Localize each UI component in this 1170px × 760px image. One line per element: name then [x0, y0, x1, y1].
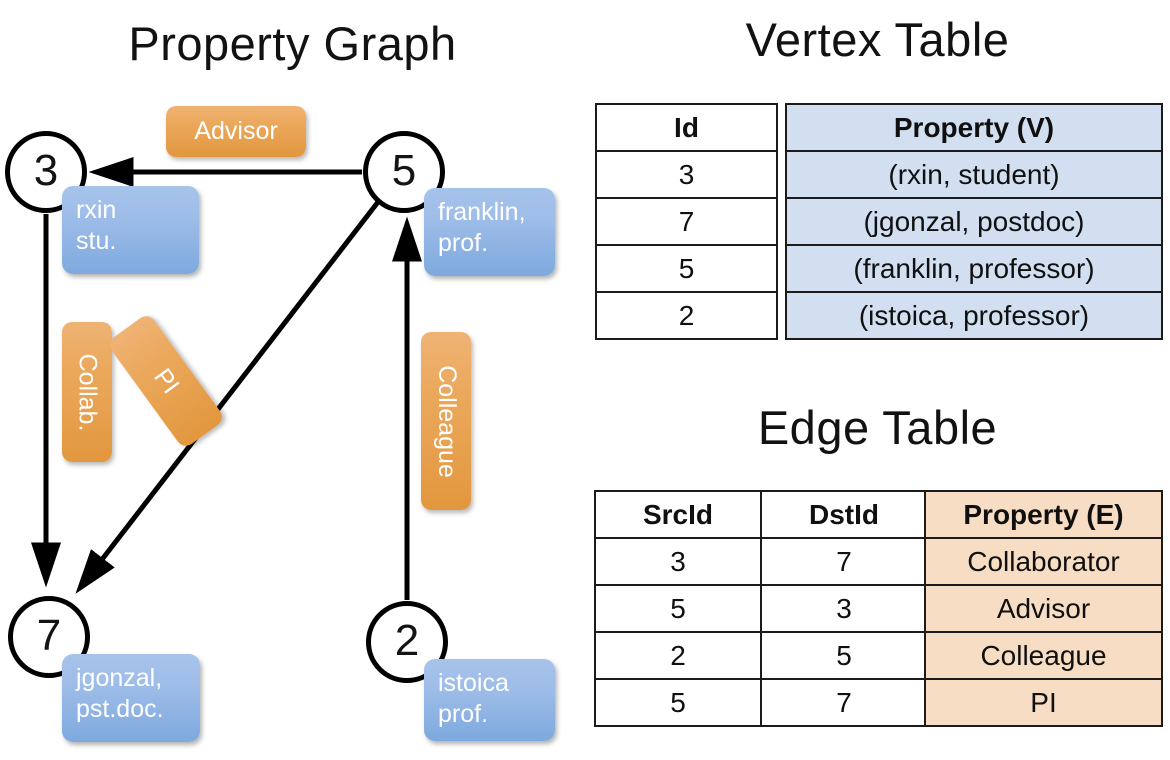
collab-label-text: Collab. [73, 353, 102, 431]
graph-node-5[interactable]: 5 [363, 131, 445, 213]
table-row[interactable]: (franklin, professor) [785, 244, 1163, 293]
edge-cell-property: Collaborator [924, 537, 1163, 586]
table-row[interactable]: 5 7 [594, 678, 928, 727]
edge-cell-srcid: 3 [594, 537, 762, 586]
table-row[interactable]: (rxin, student) [785, 150, 1163, 199]
edge-5-to-7 [75, 200, 380, 594]
table-header-row: Property (V) [785, 103, 1163, 152]
table-row[interactable]: (jgonzal, postdoc) [785, 197, 1163, 246]
table-row[interactable]: 5 3 [594, 584, 928, 633]
edge-cell-srcid: 2 [594, 631, 762, 680]
vertex-cell-id: 5 [595, 244, 778, 293]
vertex-cell-property: (franklin, professor) [785, 244, 1163, 293]
vertex-cell-id: 7 [595, 197, 778, 246]
table-row[interactable]: 5 [595, 244, 778, 293]
edge-table-title: Edge Table [757, 401, 998, 454]
table-header-row: Property (E) [924, 490, 1163, 539]
vertex-cell-property: (istoica, professor) [785, 291, 1163, 340]
vertex-table-property-column: Property (V) (rxin, student) (jgonzal, p… [785, 103, 1163, 340]
graph-node-3-label: 3 [33, 146, 59, 195]
page-title: Property Graph [128, 17, 457, 70]
property-graph-canvas: 3 5 7 2 rxin stu. franklin, prof. jgonza… [5, 106, 555, 742]
table-row[interactable]: 7 [595, 197, 778, 246]
node-7-property-line-1: jgonzal, [76, 664, 163, 692]
node-3-property-line-2: stu. [76, 226, 117, 255]
table-row[interactable]: Advisor [924, 584, 1163, 633]
edge-cell-dstid: 7 [760, 678, 928, 727]
table-header-row: SrcId DstId [594, 490, 928, 539]
edge-cell-property: Colleague [924, 631, 1163, 680]
graph-node-2[interactable]: 2 [366, 601, 448, 683]
advisor-label: Advisor [166, 106, 306, 157]
edge-header-property: Property (E) [924, 490, 1163, 539]
edge-table-property-column: Property (E) Collaborator Advisor Collea… [924, 490, 1163, 727]
table-row[interactable]: (istoica, professor) [785, 291, 1163, 340]
graph-node-2-label: 2 [394, 616, 420, 665]
edge-cell-srcid: 5 [594, 584, 762, 633]
table-row[interactable]: Collaborator [924, 537, 1163, 586]
table-row[interactable]: 3 7 [594, 537, 928, 586]
table-header-row: Id [595, 103, 778, 152]
edge-cell-srcid: 5 [594, 678, 762, 727]
table-row[interactable]: Colleague [924, 631, 1163, 680]
vertex-header-id: Id [595, 103, 778, 152]
node-5-property-line-1: franklin, [438, 198, 526, 226]
edge-cell-dstid: 7 [760, 537, 928, 586]
vertex-table-id-column: Id 3 7 5 2 [595, 103, 778, 340]
advisor-label-text: Advisor [194, 117, 278, 145]
pi-label-text: PI [148, 362, 185, 399]
graph-edges-svg [31, 157, 422, 600]
edge-cell-property: PI [924, 678, 1163, 727]
graph-node-5-label: 5 [391, 146, 417, 195]
node-5-property-box: franklin, prof. [424, 188, 555, 276]
edge-header-dstid: DstId [760, 490, 928, 539]
vertex-cell-id: 3 [595, 150, 778, 199]
vertex-header-property: Property (V) [785, 103, 1163, 152]
colleague-label-text: Colleague [432, 364, 461, 478]
edge-cell-dstid: 5 [760, 631, 928, 680]
edge-cell-dstid: 3 [760, 584, 928, 633]
table-row[interactable]: 2 [595, 291, 778, 340]
table-row[interactable]: 3 [595, 150, 778, 199]
node-3-property-box: rxin stu. [62, 186, 199, 274]
node-7-property-line-2: pst.doc. [76, 694, 164, 723]
graph-node-7-label: 7 [36, 611, 62, 660]
vertex-cell-property: (rxin, student) [785, 150, 1163, 199]
node-5-property-line-2: prof. [438, 228, 489, 257]
edge-table-id-columns: SrcId DstId 3 7 5 3 2 5 5 7 [594, 490, 928, 727]
node-2-property-line-2: prof. [438, 699, 489, 728]
colleague-label: Colleague [421, 332, 471, 510]
node-7-property-box: jgonzal, pst.doc. [62, 654, 200, 742]
node-2-property-box: istoica prof. [424, 659, 555, 741]
node-2-property-line-1: istoica [438, 669, 509, 697]
vertex-table-title: Vertex Table [745, 13, 1010, 66]
vertex-cell-id: 2 [595, 291, 778, 340]
vertex-cell-property: (jgonzal, postdoc) [785, 197, 1163, 246]
table-row[interactable]: 2 5 [594, 631, 928, 680]
edge-header-srcid: SrcId [594, 490, 762, 539]
collab-label: Collab. [62, 322, 112, 462]
table-row[interactable]: PI [924, 678, 1163, 727]
node-3-property-line-1: rxin [76, 196, 117, 224]
edge-cell-property: Advisor [924, 584, 1163, 633]
